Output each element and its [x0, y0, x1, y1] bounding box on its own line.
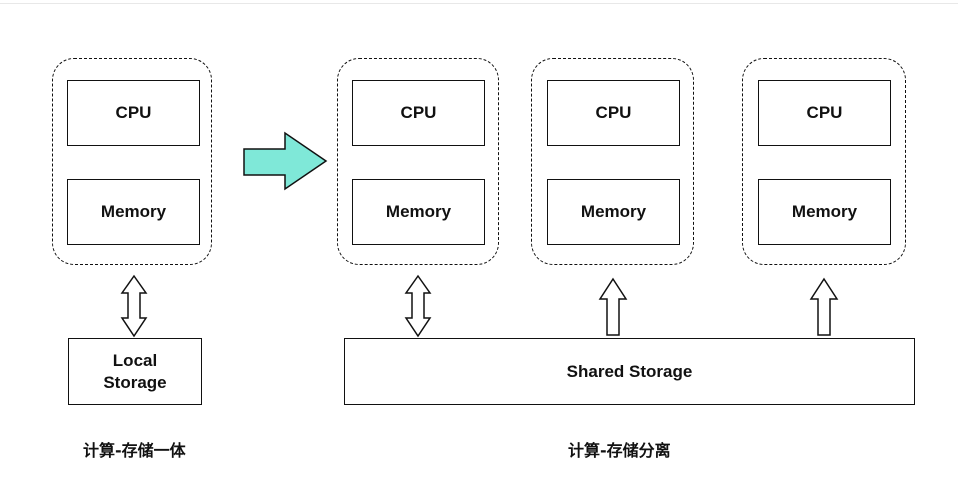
transition-arrow	[243, 131, 328, 191]
compute-node-1	[337, 58, 499, 265]
compute-node-3	[742, 58, 906, 265]
shared-storage-box: Shared Storage	[344, 338, 915, 405]
node1-double-arrow	[404, 274, 432, 338]
compute-node-integrated	[52, 58, 212, 265]
cpu-box-integrated: CPU	[67, 80, 200, 146]
compute-node-2	[531, 58, 694, 265]
memory-box-integrated: Memory	[67, 179, 200, 245]
caption-integrated: 计算-存储一体	[83, 441, 186, 460]
top-divider	[0, 3, 958, 4]
local-storage-box: Local Storage	[68, 338, 202, 405]
cpu-box-2: CPU	[547, 80, 680, 146]
node3-up-arrow	[809, 277, 839, 336]
local-storage-double-arrow	[120, 274, 148, 338]
node2-up-arrow	[598, 277, 628, 336]
cpu-box-1: CPU	[352, 80, 485, 146]
memory-box-3: Memory	[758, 179, 891, 245]
cpu-box-3: CPU	[758, 80, 891, 146]
memory-box-2: Memory	[547, 179, 680, 245]
local-storage-label-line2: Storage	[103, 372, 167, 392]
memory-box-1: Memory	[352, 179, 485, 245]
caption-separated: 计算-存储分离	[568, 441, 671, 460]
local-storage-label-line1: Local	[112, 350, 158, 370]
